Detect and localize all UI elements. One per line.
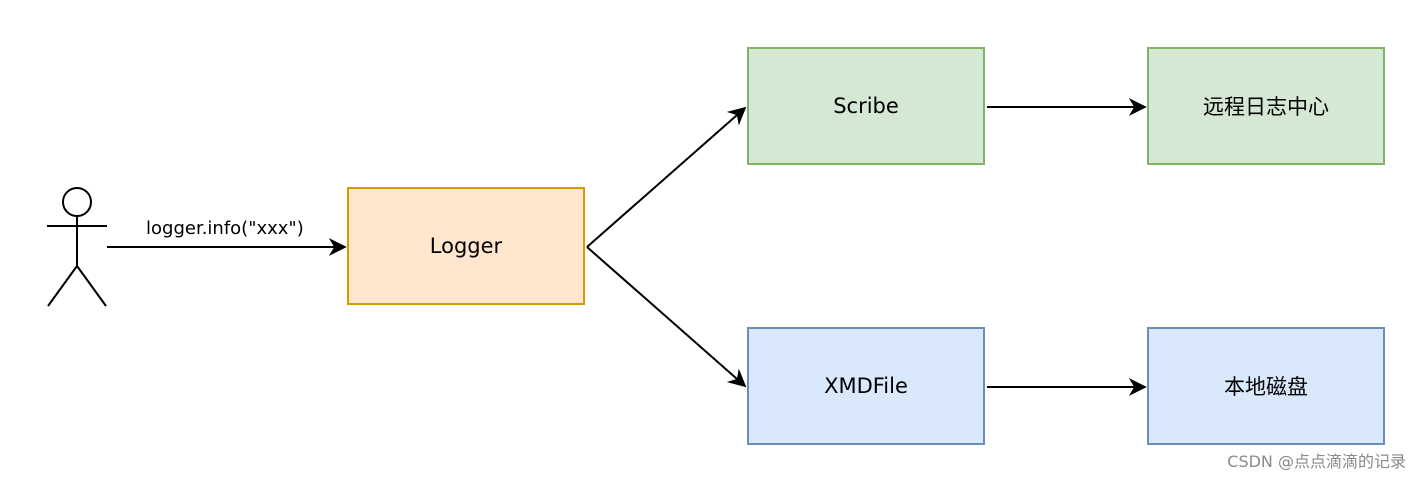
- actor-icon: [47, 187, 107, 307]
- edge-label-logger-call: logger.info("xxx"): [146, 218, 304, 239]
- node-local-disk: 本地磁盘: [1147, 327, 1385, 445]
- node-scribe: Scribe: [747, 47, 985, 165]
- node-scribe-label: Scribe: [833, 94, 899, 118]
- node-xmdfile: XMDFile: [747, 327, 985, 445]
- edge-logger-to-xmdfile: [586, 246, 747, 388]
- node-logger: Logger: [347, 187, 585, 305]
- node-logger-label: Logger: [429, 234, 503, 258]
- node-local-disk-label: 本地磁盘: [1224, 375, 1308, 399]
- node-remote-log-center-label: 远程日志中心: [1203, 95, 1329, 119]
- node-remote-log-center: 远程日志中心: [1147, 47, 1385, 165]
- watermark: CSDN @点点滴滴的记录: [1227, 452, 1406, 471]
- node-xmdfile-label: XMDFile: [824, 374, 908, 398]
- edge-logger-to-scribe: [586, 106, 747, 248]
